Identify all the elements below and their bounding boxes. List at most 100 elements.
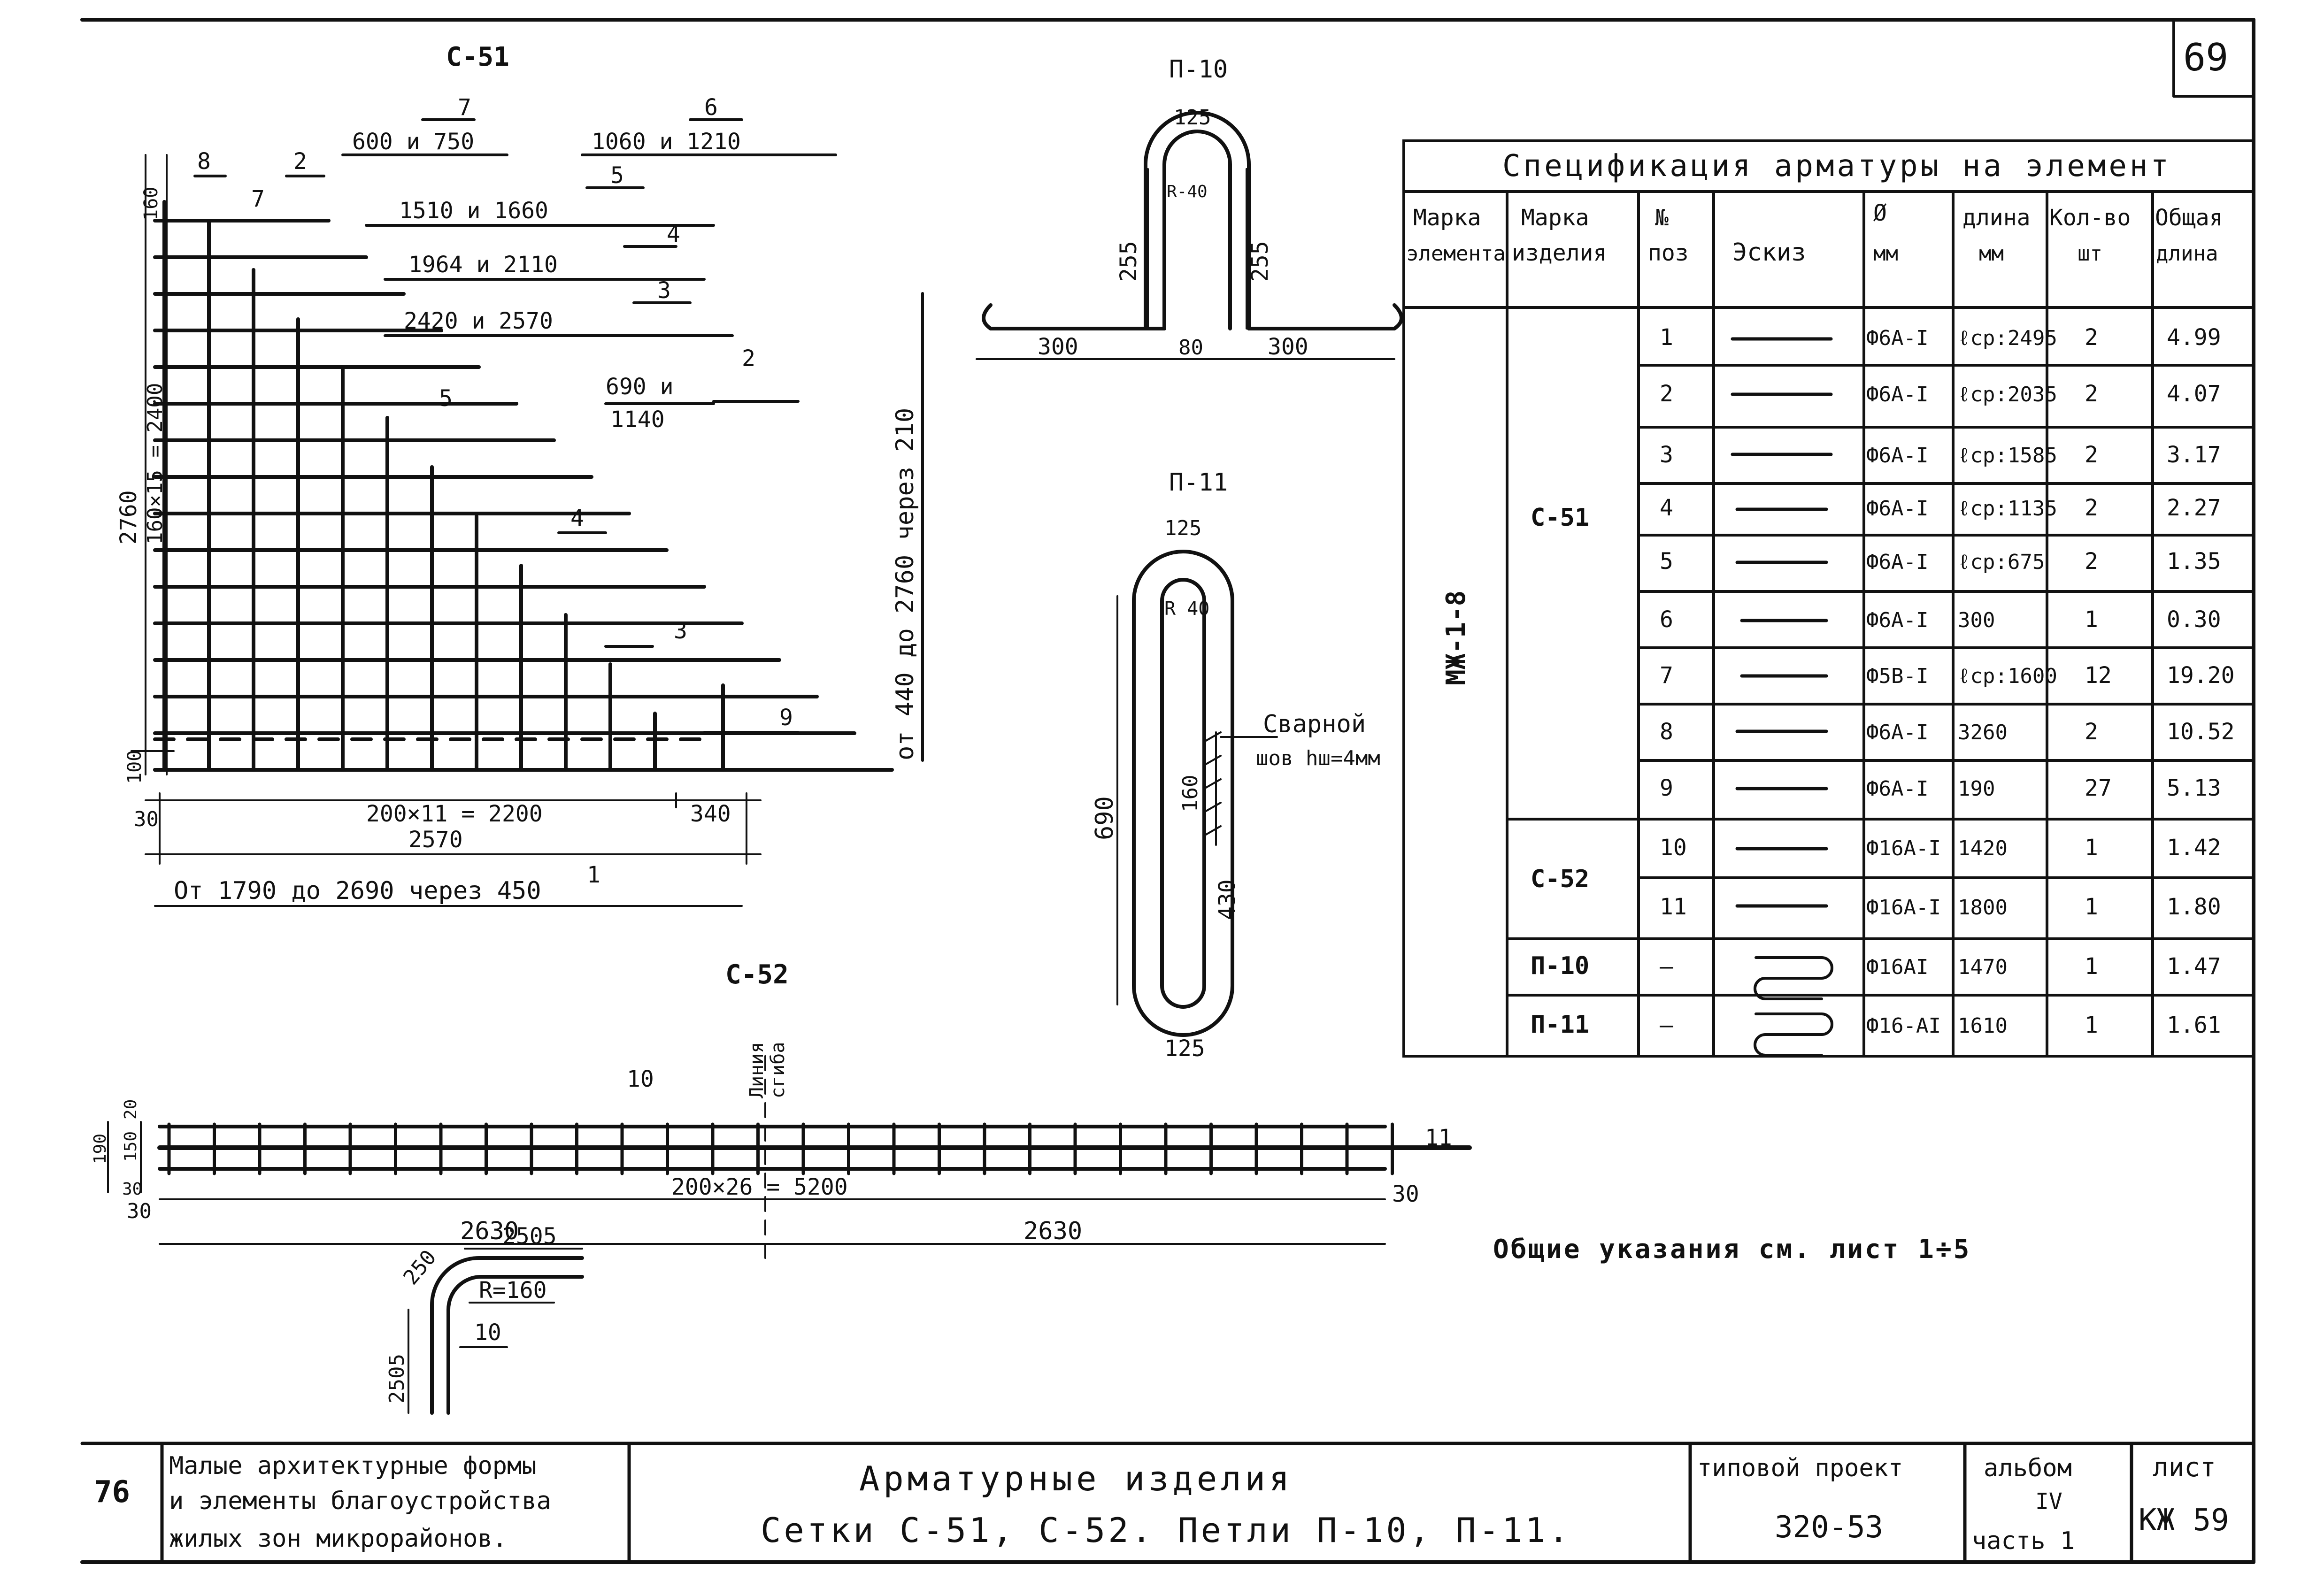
left-page-number: 76 [94,1475,130,1510]
spec-total-length: 10.52 [2167,719,2235,745]
c52-dim-pitch: 200×26 = 5200 [671,1174,848,1200]
c51-bar5-label: 1510 и 1660 [399,198,548,224]
c52-dim-h-bottom: 30 [122,1180,142,1199]
spec-diameter: Ф6А-I [1866,326,1928,350]
c52-dim-h-top: 20 [121,1099,140,1120]
spec-product-mark: С-51 [1531,504,1589,532]
spec-position: – [1660,953,1673,980]
c52-title: С-52 [725,959,789,990]
p11-dim-weld: 160 [1178,775,1202,812]
hdr-diameter-1: Ø [1873,200,1887,226]
drawing-subtitle: Сетки С-51, С-52. Петли П-10, П-11. [761,1511,1571,1550]
c52-bend-mark: 10 [474,1319,501,1346]
spec-position: 1 [1660,324,1673,351]
p10-top-dim: 125 [1174,106,1211,130]
spec-diameter: Ф6А-I [1866,550,1928,574]
spec-length: 1420 [1958,836,2008,860]
album-part: часть 1 [1972,1527,2075,1555]
album-number: IV [2035,1488,2062,1515]
spec-product-mark: П-11 [1531,1011,1589,1039]
c51-bar1-num: 1 [587,862,600,888]
p11-title: П-11 [1169,468,1228,497]
spec-total-length: 4.07 [2167,381,2221,407]
c51-mark-8: 8 [197,148,211,175]
spec-quantity: 2 [2085,719,2098,745]
hdr-sketch: Эскиз [1732,238,1806,267]
c51-dim-bottom-gap: 100 [124,750,146,784]
c52-bend-line-2: сгиба [767,1042,789,1098]
c52-dim-half-right: 2630 [1023,1217,1082,1245]
c51-bar4-num: 4 [667,221,680,247]
spec-total-length: 1.61 [2167,1012,2221,1038]
spec-diameter: Ф16АI [1866,955,1928,979]
p10-loop [982,111,1403,330]
p11-weld-label-a: Сварной [1263,710,1366,738]
p10-leg-left: 255 [1116,241,1142,282]
hdr-length-2: мм [1979,242,2004,266]
spec-diameter: Ф6А-I [1866,497,1928,521]
c51-dim-width-pitch: 200×11 = 2200 [366,801,543,827]
spec-length: 190 [1958,777,1995,801]
spec-length: 300 [1958,608,1995,632]
spec-total-length: 1.42 [2167,835,2221,861]
c52-mark-10: 10 [627,1066,654,1092]
c51-vertical-note: от 440 до 2760 через 210 [891,408,919,760]
c51-title: С-51 [446,42,509,72]
spec-length: ℓср:2035 [1958,383,2057,407]
c52-bend-dims [408,1248,583,1414]
c51-bar4-label: 1964 и 2110 [408,252,558,278]
c51-dim-height-total: 2760 [115,490,142,545]
c51-bar7-top-label: 600 и 750 [352,129,474,155]
c51-leader-lines [193,118,837,734]
c52-dim-half-left: 2630 [460,1217,519,1245]
title-block-grid [80,1442,2255,1564]
spec-total-length: 1.47 [2167,953,2221,980]
spec-diameter: Ф16А-I [1866,896,1941,920]
spec-length: ℓср:1585 [1958,444,2057,468]
c52-dim-h-mid: 150 [121,1131,140,1162]
spec-quantity: 1 [2085,953,2098,980]
c52-bend-detail [430,1256,584,1415]
spec-diameter: Ф16-АI [1866,1014,1941,1038]
spec-diameter: Ф6А-I [1866,444,1928,468]
c51-dimension-lines [131,154,762,907]
spec-quantity: 12 [2085,662,2112,689]
hdr-total-length-1: Общая [2155,205,2223,231]
p11-dim-height: 690 [1091,796,1119,840]
spec-length: ℓср:675 [1958,550,2045,574]
p11-weld-hatch [1203,731,1278,836]
spec-position: 7 [1660,662,1673,689]
p11-dimension-lines [1116,595,1217,1005]
hdr-element-mark-2: элемента [1406,242,1506,266]
c51-dim-width-total: 2570 [408,827,463,853]
spec-title: Спецификация арматуры на элемент [1502,149,2171,184]
c51-mark-7: 7 [251,186,265,212]
c51-bar6-label: 1060 и 1210 [592,129,741,155]
p10-title: П-10 [1169,55,1228,84]
c52-bend-line-1: Линия [746,1042,768,1098]
spec-quantity: 1 [2085,835,2098,861]
spec-length: ℓср:2495 [1958,326,2057,350]
spec-sketch-bars [1731,337,1833,908]
sheet-code: КЖ 59 [2139,1503,2229,1538]
p11-top-dim: 125 [1164,516,1201,540]
spec-position: 6 [1660,606,1673,633]
p11-radius: R 40 [1164,598,1209,620]
c51-dim-right-part: 340 [690,801,731,827]
c51-bar3-label: 2420 и 2570 [404,308,553,334]
p10-dimension-lines [976,168,1395,360]
c51-bar3-num: 3 [657,277,671,304]
c51-mark-9: 9 [779,705,793,731]
spec-length: 1800 [1958,896,2008,920]
spec-position: 11 [1660,894,1687,920]
typical-project-label: типовой проект [1697,1454,1903,1482]
album-label: альбом [1984,1454,2072,1482]
spec-quantity: 2 [2085,495,2098,521]
spec-quantity: 2 [2085,548,2098,575]
spec-position: 2 [1660,381,1673,407]
drawing-title: Арматурные изделия [859,1459,1293,1498]
hdr-position-2: поз [1648,240,1689,266]
spec-product-mark: С-52 [1531,865,1589,893]
p10-base-left: 300 [1038,334,1078,360]
sheet-label: лист [2153,1452,2216,1483]
